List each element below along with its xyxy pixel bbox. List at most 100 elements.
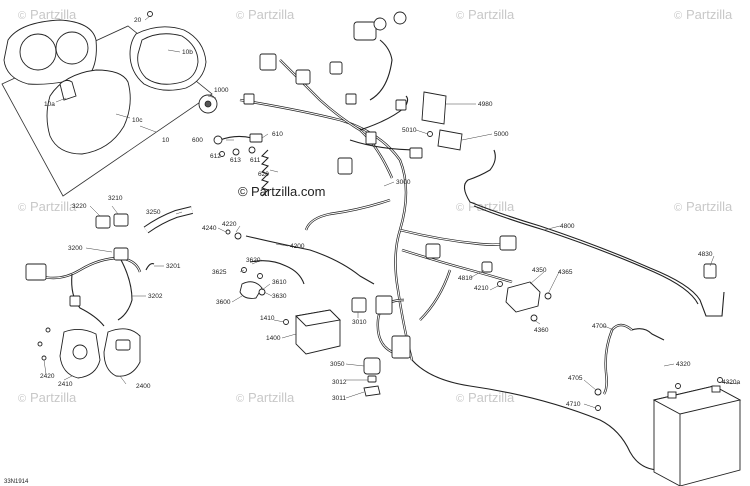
svg-text:©: ©	[456, 393, 464, 405]
leader-line	[139, 125, 157, 133]
cable-4800-run	[469, 201, 725, 317]
part-label-3012: 3012	[332, 379, 347, 386]
part-label-3220: 3220	[72, 203, 87, 210]
leader-lines	[43, 15, 739, 409]
part-label-10a: 10a	[44, 101, 55, 108]
gauge-left	[19, 33, 57, 71]
part-label-3201: 3201	[166, 263, 181, 270]
harness-connectors	[243, 53, 517, 359]
svg-text:Partzilla: Partzilla	[248, 390, 295, 405]
part-labels: 10 10a 10b 10c 20 600 610 611 612 613 62…	[40, 17, 740, 408]
part-label-5000: 5000	[494, 131, 509, 138]
leader-line	[175, 211, 183, 215]
part-label-1400: 1400	[266, 335, 281, 342]
part-label-4220: 4220	[222, 221, 237, 228]
svg-text:Partzilla: Partzilla	[248, 7, 295, 22]
leader-line	[345, 391, 365, 399]
connector	[425, 243, 441, 259]
part-label-4320a: 4320a	[722, 379, 740, 386]
part-label-3250: 3250	[146, 209, 161, 216]
leader-line	[269, 169, 279, 173]
part-label-10: 10	[162, 137, 170, 144]
svg-text:Partzilla: Partzilla	[686, 199, 733, 214]
leader-line	[543, 225, 561, 231]
watermark: ©Partzilla	[674, 199, 733, 214]
part-label-2400: 2400	[136, 383, 151, 390]
cable-4700-inner	[603, 324, 633, 395]
svg-text:©: ©	[456, 10, 464, 22]
watermark: ©Partzilla	[456, 199, 515, 214]
svg-text:Partzilla: Partzilla	[468, 390, 515, 405]
battery-top	[652, 385, 742, 415]
svg-text:©: ©	[674, 10, 682, 22]
part-label-1410: 1410	[260, 315, 275, 322]
leader-line	[115, 113, 131, 119]
brand-watermark: ©Partzilla.com	[238, 184, 325, 199]
leader-line	[261, 133, 269, 139]
connector-3010	[351, 297, 367, 313]
part-label-3011: 3011	[332, 395, 346, 402]
part-label-4360: 4360	[534, 327, 549, 334]
connector	[113, 247, 129, 261]
connector	[69, 295, 81, 307]
leader-line	[239, 269, 245, 273]
connector	[409, 147, 423, 159]
leader-line	[709, 255, 715, 267]
nut-4360	[530, 314, 538, 322]
connector	[259, 53, 277, 71]
connector	[391, 335, 411, 359]
leader-line	[261, 283, 271, 291]
watermark: ©Partzilla	[18, 7, 77, 22]
part-label-2420: 2420	[40, 373, 55, 380]
part-label-2410: 2410	[58, 381, 73, 388]
part-label-3600: 3600	[216, 299, 231, 306]
leader-line	[273, 319, 285, 323]
part-label-4700: 4700	[592, 323, 607, 330]
part-label-4980: 4980	[478, 101, 493, 108]
nut-4365	[544, 292, 552, 300]
leader-line	[533, 319, 541, 325]
washer-613	[232, 148, 240, 156]
part-label-611: 611	[250, 157, 261, 164]
module-1400	[283, 309, 341, 355]
ignition-switch	[353, 11, 407, 41]
leader-line	[275, 243, 289, 247]
harness-branch-mid	[419, 269, 452, 321]
part-label-613: 613	[230, 157, 241, 164]
washer-3610	[257, 273, 263, 279]
ecu-top	[295, 309, 341, 327]
part-label-4350: 4350	[532, 267, 547, 274]
nut-4210	[497, 281, 503, 287]
leader-line	[43, 359, 47, 375]
housing-right	[103, 328, 141, 377]
cluster-lens-inner	[137, 33, 199, 85]
harness-branch-right-lower-inner	[401, 249, 513, 283]
harness-tail	[411, 359, 661, 471]
leader-line	[547, 269, 561, 295]
ring-4220	[234, 232, 242, 240]
subharness-branch-2	[117, 257, 133, 321]
subharness-run-inner	[39, 257, 141, 279]
part-label-4705: 4705	[568, 375, 583, 382]
part-label-3630: 3630	[272, 293, 287, 300]
terminal-4830	[703, 263, 717, 279]
leader-line	[167, 49, 181, 53]
spring-coil	[260, 149, 270, 197]
part-label-10b: 10b	[182, 49, 193, 56]
connector	[499, 235, 517, 251]
watermark: ©Partzilla	[18, 199, 77, 214]
part-3010	[351, 297, 367, 313]
cable-4800	[463, 149, 725, 317]
screw-2420	[41, 355, 47, 361]
leader-line	[281, 333, 297, 339]
watermark: ©Partzilla	[18, 390, 77, 405]
switch-housing-2400	[103, 328, 141, 377]
clip-3012	[367, 375, 377, 383]
part-label-3010: 3010	[352, 319, 367, 326]
nut-4240	[225, 229, 231, 235]
part-label-612: 612	[210, 153, 221, 160]
clip-3220	[95, 215, 111, 229]
screw-2420	[45, 327, 51, 333]
nut-3630	[258, 288, 266, 296]
screw-20	[147, 11, 153, 17]
